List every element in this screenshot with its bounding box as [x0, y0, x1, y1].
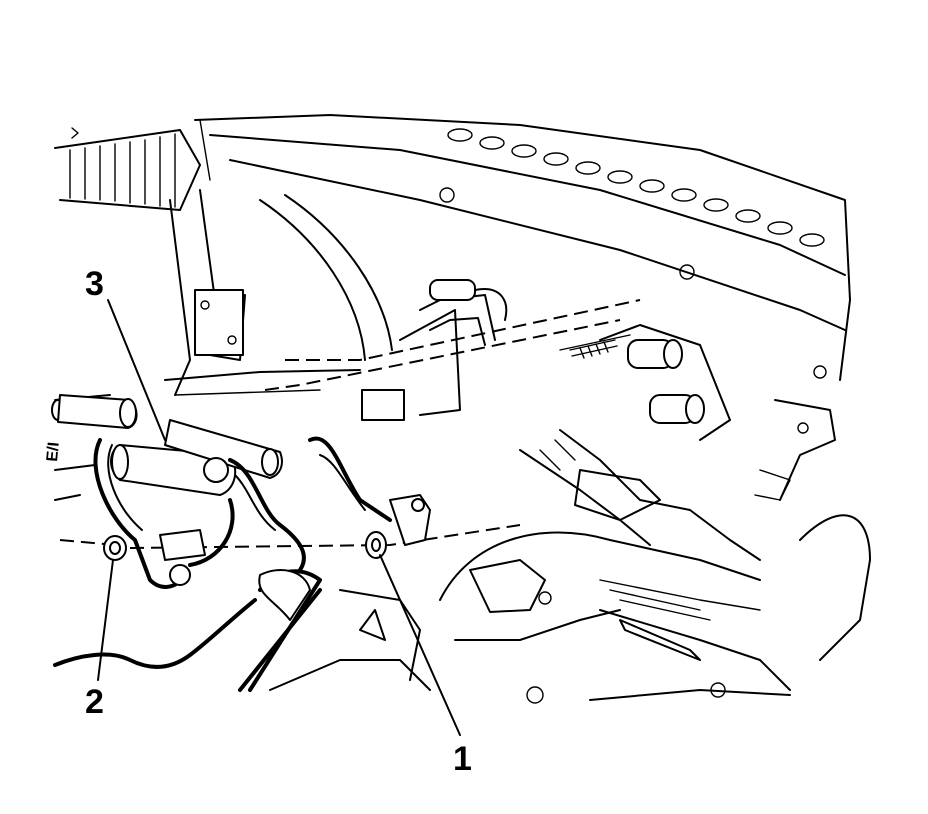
callout-label-2: 2: [85, 683, 104, 721]
right-hose-connectors: [559, 324, 731, 441]
leader-line-1: [379, 554, 461, 736]
lower-body-structure: [269, 429, 871, 704]
leader-line-2: [97, 559, 114, 681]
panel-stamp-text: E/I: [44, 441, 63, 462]
ribbed-air-duct: [54, 127, 201, 211]
inner-fender-arc: [164, 194, 393, 396]
grommet-nut: [103, 535, 127, 561]
callout-label-3: 3: [85, 265, 104, 303]
hose-clamp: [365, 531, 387, 559]
leader-lines: [97, 299, 461, 736]
left-mounting-bracket: [169, 189, 246, 396]
routing-guide-lines: [59, 299, 641, 549]
upper-support-panel: [194, 114, 851, 381]
callout-label-1: 1: [453, 740, 472, 778]
heater-pipe-assembly: [361, 279, 508, 421]
heater-hose-assembly: [53, 394, 431, 692]
panel-oval-holes: [447, 128, 825, 247]
mounting-stud: [569, 339, 618, 359]
right-side-bracket: [754, 399, 836, 501]
leader-line-3: [107, 299, 166, 441]
